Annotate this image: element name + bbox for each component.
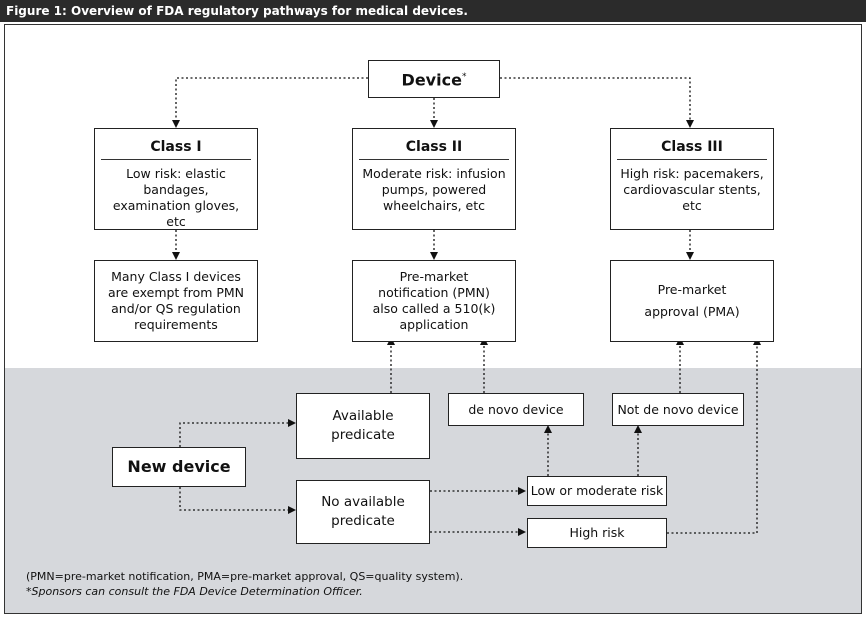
sponsors-footnote: *Sponsors can consult the FDA Device Det… — [26, 585, 363, 598]
high-risk-box: High risk — [527, 518, 667, 548]
pma-text: Pre-market approval (PMA) — [644, 282, 740, 319]
abbreviations-footnote: (PMN=pre-market notification, PMA=pre-ma… — [26, 570, 464, 583]
pmn-text: Pre-market notification (PMN) also calle… — [372, 269, 496, 332]
class2-description: Moderate risk: infusion pumps, powered w… — [362, 166, 506, 213]
class1-title: Class I — [101, 139, 251, 160]
class2-title: Class II — [359, 139, 509, 160]
low-moderate-risk-box: Low or moderate risk — [527, 476, 667, 506]
high-risk-label: High risk — [569, 525, 625, 540]
arrow-newdevice-noavailable — [179, 487, 296, 514]
class3-description: High risk: pacemakers, cardiovascular st… — [620, 166, 764, 213]
figure-title: Figure 1: Overview of FDA regulatory pat… — [0, 0, 866, 22]
de-novo-label: de novo device — [468, 401, 564, 417]
pmn-box: Pre-market notification (PMN) also calle… — [352, 260, 516, 342]
class3-title: Class III — [617, 139, 767, 160]
new-device-box: New device — [112, 447, 246, 487]
class1-outcome-box: Many Class I devices are exempt from PMN… — [94, 260, 258, 342]
new-device-label: New device — [127, 457, 231, 476]
de-novo-box: de novo device — [448, 393, 584, 426]
device-box: Device* — [368, 60, 500, 98]
class1-box: Class I Low risk: elastic bandages, exam… — [94, 128, 258, 230]
low-moderate-risk-label: Low or moderate risk — [530, 483, 664, 498]
not-de-novo-label: Not de novo device — [617, 401, 739, 417]
device-label: Device — [401, 70, 462, 90]
no-available-predicate-label: No available predicate — [321, 494, 405, 529]
arrow-highrisk-pma — [667, 337, 761, 534]
available-predicate-label: Available predicate — [331, 408, 395, 443]
arrow-newdevice-available — [179, 419, 296, 447]
arrow-device-class1 — [172, 77, 368, 128]
no-available-predicate-box: No available predicate — [296, 480, 430, 544]
available-predicate-box: Available predicate — [296, 393, 430, 459]
class1-outcome-text: Many Class I devices are exempt from PMN… — [107, 269, 245, 332]
not-de-novo-box: Not de novo device — [612, 393, 744, 426]
pma-box: Pre-market approval (PMA) — [610, 260, 774, 342]
arrow-device-class3 — [500, 77, 694, 128]
class3-box: Class III High risk: pacemakers, cardiov… — [610, 128, 774, 230]
class2-box: Class II Moderate risk: infusion pumps, … — [352, 128, 516, 230]
device-footnote-marker: * — [461, 72, 467, 83]
class1-description: Low risk: elastic bandages, examination … — [112, 166, 240, 229]
